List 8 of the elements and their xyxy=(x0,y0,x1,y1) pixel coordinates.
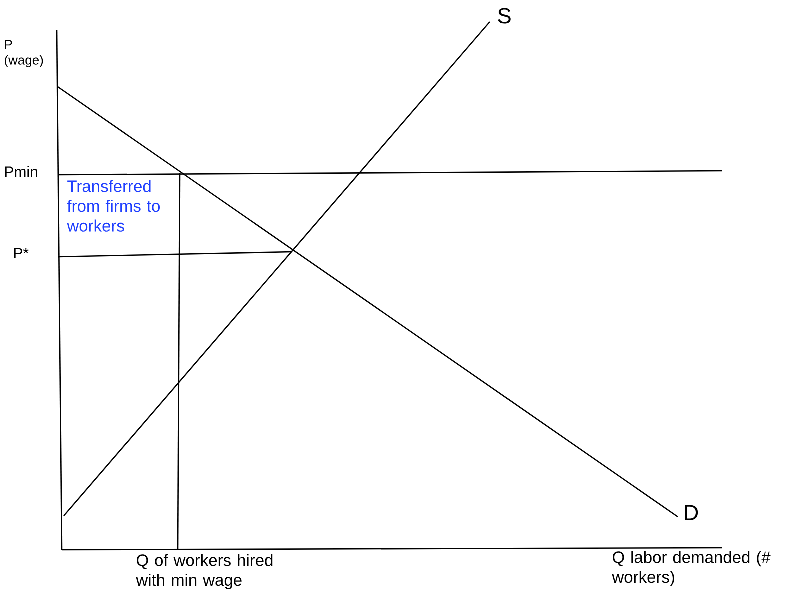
area-note: Transferred from firms to workers xyxy=(67,180,160,232)
axis-label: P (wage) xyxy=(5,40,44,68)
price-label: P* xyxy=(14,248,29,259)
curve-label: D xyxy=(685,505,698,520)
price-label: Pmin xyxy=(5,166,38,178)
axis-label: Q of workers hired with min wage xyxy=(136,554,273,590)
curve-label: S xyxy=(498,8,511,24)
axis-label: Q labor demanded (# workers) xyxy=(612,551,771,586)
